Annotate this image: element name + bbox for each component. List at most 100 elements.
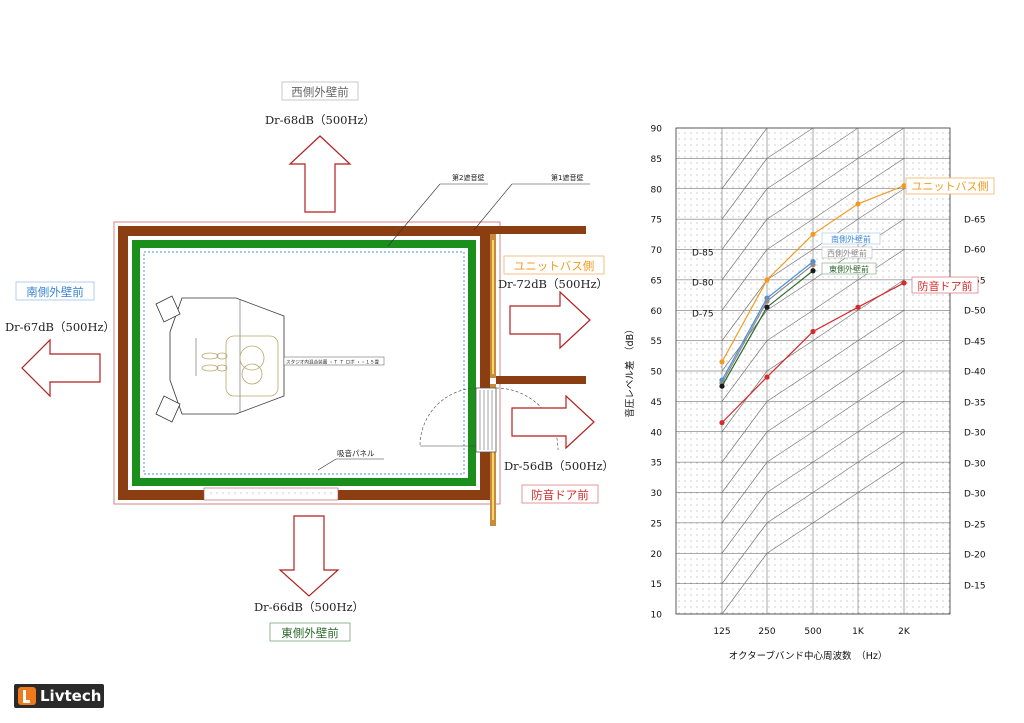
d-curve bbox=[721, 127, 768, 189]
y-tick-label: 30 bbox=[651, 489, 663, 499]
console-label-box bbox=[283, 356, 385, 366]
y-tick-label: 85 bbox=[651, 155, 662, 165]
wall1-annotation: 第1遮音壁 bbox=[473, 173, 590, 231]
series-point bbox=[810, 268, 816, 274]
x-tick-label: 1K bbox=[852, 627, 865, 637]
legend-door-box bbox=[911, 276, 979, 294]
east-label-box bbox=[269, 622, 351, 642]
d-right-label: D-35 bbox=[964, 399, 986, 409]
legend-west: 西側外壁前 bbox=[827, 248, 867, 258]
legend-south-box bbox=[821, 232, 881, 245]
d-right-label: D-15 bbox=[964, 582, 986, 592]
series-point bbox=[764, 304, 770, 310]
arrow-left-south bbox=[21, 338, 101, 398]
series-point bbox=[719, 420, 725, 426]
y-tick-label: 40 bbox=[651, 428, 663, 438]
d-right-label: D-40 bbox=[964, 368, 986, 378]
series-point bbox=[855, 201, 861, 207]
d-right-label: D-30 bbox=[964, 429, 986, 439]
x-tick-label: 250 bbox=[758, 627, 775, 637]
absorbent-panel-line bbox=[143, 251, 465, 475]
d-curve bbox=[721, 340, 905, 493]
d-inner-label: D-75 bbox=[692, 310, 714, 320]
wall2-annotation: 第2遮音壁 bbox=[387, 173, 488, 247]
d-right-labels: D-70D-65D-60D-55D-50D-45D-40D-35D-30D-30… bbox=[964, 186, 986, 592]
series-point bbox=[810, 231, 816, 237]
y-tick-label: 50 bbox=[651, 368, 663, 378]
west-label-box bbox=[281, 81, 359, 101]
y-tick-label: 65 bbox=[651, 276, 662, 286]
console-label: スタジオ内混合装置 ・Ｔ Ｔ ロボ ・・１５畳 bbox=[286, 359, 380, 366]
door-value: Dr-56dB（500Hz） bbox=[504, 459, 614, 473]
y-tick-label: 15 bbox=[651, 580, 662, 590]
y-tick-label: 45 bbox=[651, 398, 662, 408]
unitbath-label-box bbox=[503, 255, 605, 275]
series-point bbox=[855, 304, 861, 310]
d-right-label: D-20 bbox=[964, 551, 986, 561]
d-inner-label: D-80 bbox=[692, 279, 714, 289]
west-value: Dr-68dB（500Hz） bbox=[265, 113, 375, 127]
y-tick-label: 80 bbox=[651, 185, 663, 195]
d-right-label: D-30 bbox=[964, 460, 986, 470]
series-point bbox=[764, 298, 770, 304]
door-label: 防音ドア前 bbox=[531, 488, 589, 502]
arrow-right-door bbox=[511, 394, 595, 450]
series-point bbox=[810, 328, 816, 335]
legend-west-box bbox=[821, 246, 873, 259]
mixer-console bbox=[201, 335, 279, 397]
south-value: Dr-67dB（500Hz） bbox=[5, 320, 115, 334]
series-point bbox=[719, 383, 725, 389]
arrow-down-east bbox=[278, 515, 340, 597]
d-curve bbox=[721, 127, 905, 281]
d-right-label: D-30 bbox=[964, 490, 986, 500]
top-extension-wall bbox=[490, 226, 586, 234]
d-curve bbox=[721, 158, 905, 311]
series-layer bbox=[719, 183, 907, 426]
left-speaker bbox=[155, 295, 181, 323]
y-tick-label: 60 bbox=[651, 307, 663, 317]
d-inner-labels: D-85D-80D-75 bbox=[692, 249, 714, 320]
south-label-box bbox=[15, 281, 95, 301]
y-tick-label: 75 bbox=[651, 216, 662, 226]
d-curve bbox=[721, 309, 905, 463]
right-speaker bbox=[155, 395, 181, 423]
legend-unitbath: ユニットバス側 bbox=[912, 180, 989, 193]
wall1-label: 第1遮音壁 bbox=[551, 173, 583, 182]
d-curve bbox=[721, 461, 905, 615]
d-curve bbox=[721, 127, 859, 250]
x-axis-label: オクターブバンド中心周波数 （Hz） bbox=[729, 650, 888, 662]
y-tick-label: 10 bbox=[651, 611, 663, 621]
legend-south: 南側外壁前 bbox=[831, 234, 871, 244]
y-tick-label: 55 bbox=[651, 337, 662, 347]
legend-door: 防音ドア前 bbox=[918, 279, 973, 293]
d-curve bbox=[721, 279, 905, 432]
door-label-box bbox=[521, 484, 599, 504]
panel-annotation: 吸音パネル bbox=[317, 448, 384, 471]
unitbath-label: ユニットバス側 bbox=[514, 259, 595, 273]
panel-label: 吸音パネル bbox=[337, 448, 375, 458]
east-value: Dr-66dB（500Hz） bbox=[254, 600, 364, 614]
d-right-label: D-25 bbox=[964, 521, 986, 531]
livtech-logo: Livtech bbox=[14, 684, 104, 708]
floor-plan: スタジオ内混合装置 ・Ｔ Ｔ ロボ ・・１５畳 第2遮音壁 第1遮音壁 吸音パネ… bbox=[5, 81, 614, 642]
logo-text: Livtech bbox=[40, 687, 102, 705]
x-tick-label: 125 bbox=[713, 627, 730, 637]
d-curve bbox=[721, 370, 905, 524]
d-curve bbox=[721, 401, 905, 554]
d-curve bbox=[721, 188, 905, 341]
livtech-mark-icon bbox=[18, 687, 36, 705]
y-tick-label: 35 bbox=[651, 459, 662, 469]
legend-east-box bbox=[821, 262, 877, 275]
mid-extension-wall bbox=[496, 376, 586, 384]
x-tick-label: 500 bbox=[804, 627, 821, 637]
y-tick-label: 90 bbox=[651, 125, 663, 135]
arrow-right-unitbath bbox=[509, 290, 591, 350]
series-point bbox=[810, 262, 816, 268]
d-curve bbox=[721, 431, 905, 584]
series-point bbox=[764, 277, 770, 283]
outer-outline bbox=[113, 221, 501, 505]
arrow-up-west bbox=[288, 135, 352, 213]
